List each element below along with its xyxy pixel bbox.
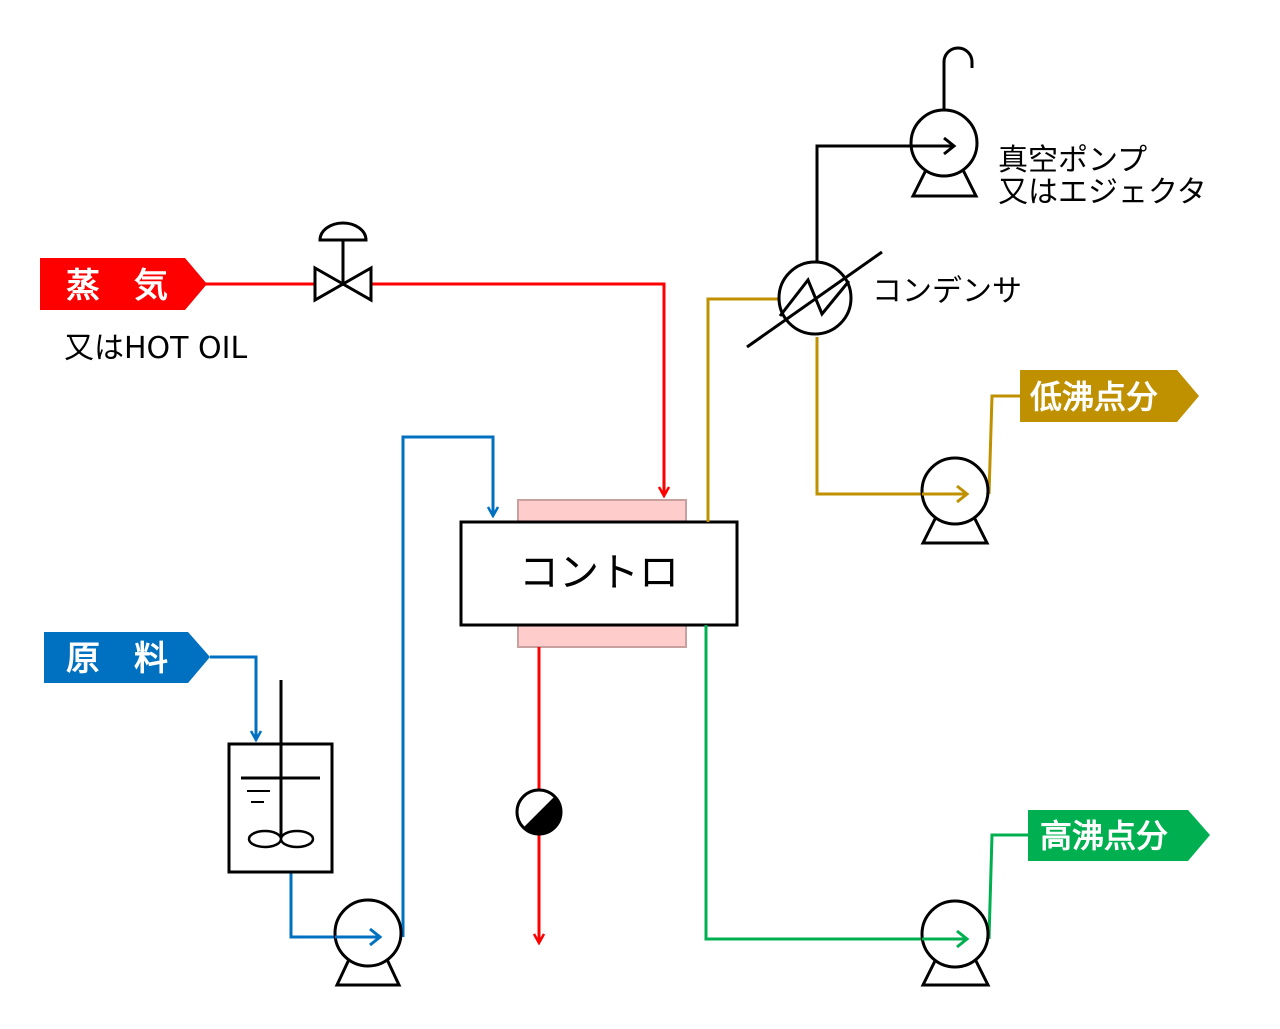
agitated-tank-icon[interactable] — [227, 680, 334, 874]
pump-icon[interactable] — [909, 46, 979, 198]
steam-trap-icon[interactable] — [515, 788, 563, 836]
evaporator[interactable]: コントロ — [459, 499, 739, 648]
steam-sub-label: 又はHOT OIL — [64, 331, 247, 366]
high-boil-tag: 高沸点分 — [1028, 810, 1210, 861]
feed-tag-label: 原 料 — [66, 639, 168, 679]
vacuum-label-line1: 真空ポンプ — [998, 143, 1147, 178]
high-boil-tag-label: 高沸点分 — [1040, 817, 1168, 855]
control-valve-icon[interactable] — [313, 221, 373, 303]
pump-icon[interactable] — [920, 899, 991, 987]
pump-icon[interactable] — [920, 456, 990, 545]
evaporator-label: コントロ — [519, 550, 679, 596]
pump-icon[interactable] — [333, 898, 403, 987]
vacuum-label-line2: 又はエジェクタ — [998, 175, 1207, 210]
low-boil-tag: 低沸点分 — [1020, 370, 1199, 422]
feed-tag: 原 料 — [44, 632, 210, 683]
steam-tag-label: 蒸 気 — [66, 266, 168, 306]
heat-exchanger-icon[interactable] — [746, 250, 883, 349]
evaporator-body — [459, 520, 739, 627]
steam-line — [205, 282, 664, 496]
steam-tag: 蒸 気 — [40, 258, 207, 310]
low-boil-tag-label: 低沸点分 — [1030, 378, 1158, 416]
high-boil-line — [704, 625, 1028, 949]
condenser-label: コンデンサ — [872, 274, 1022, 309]
